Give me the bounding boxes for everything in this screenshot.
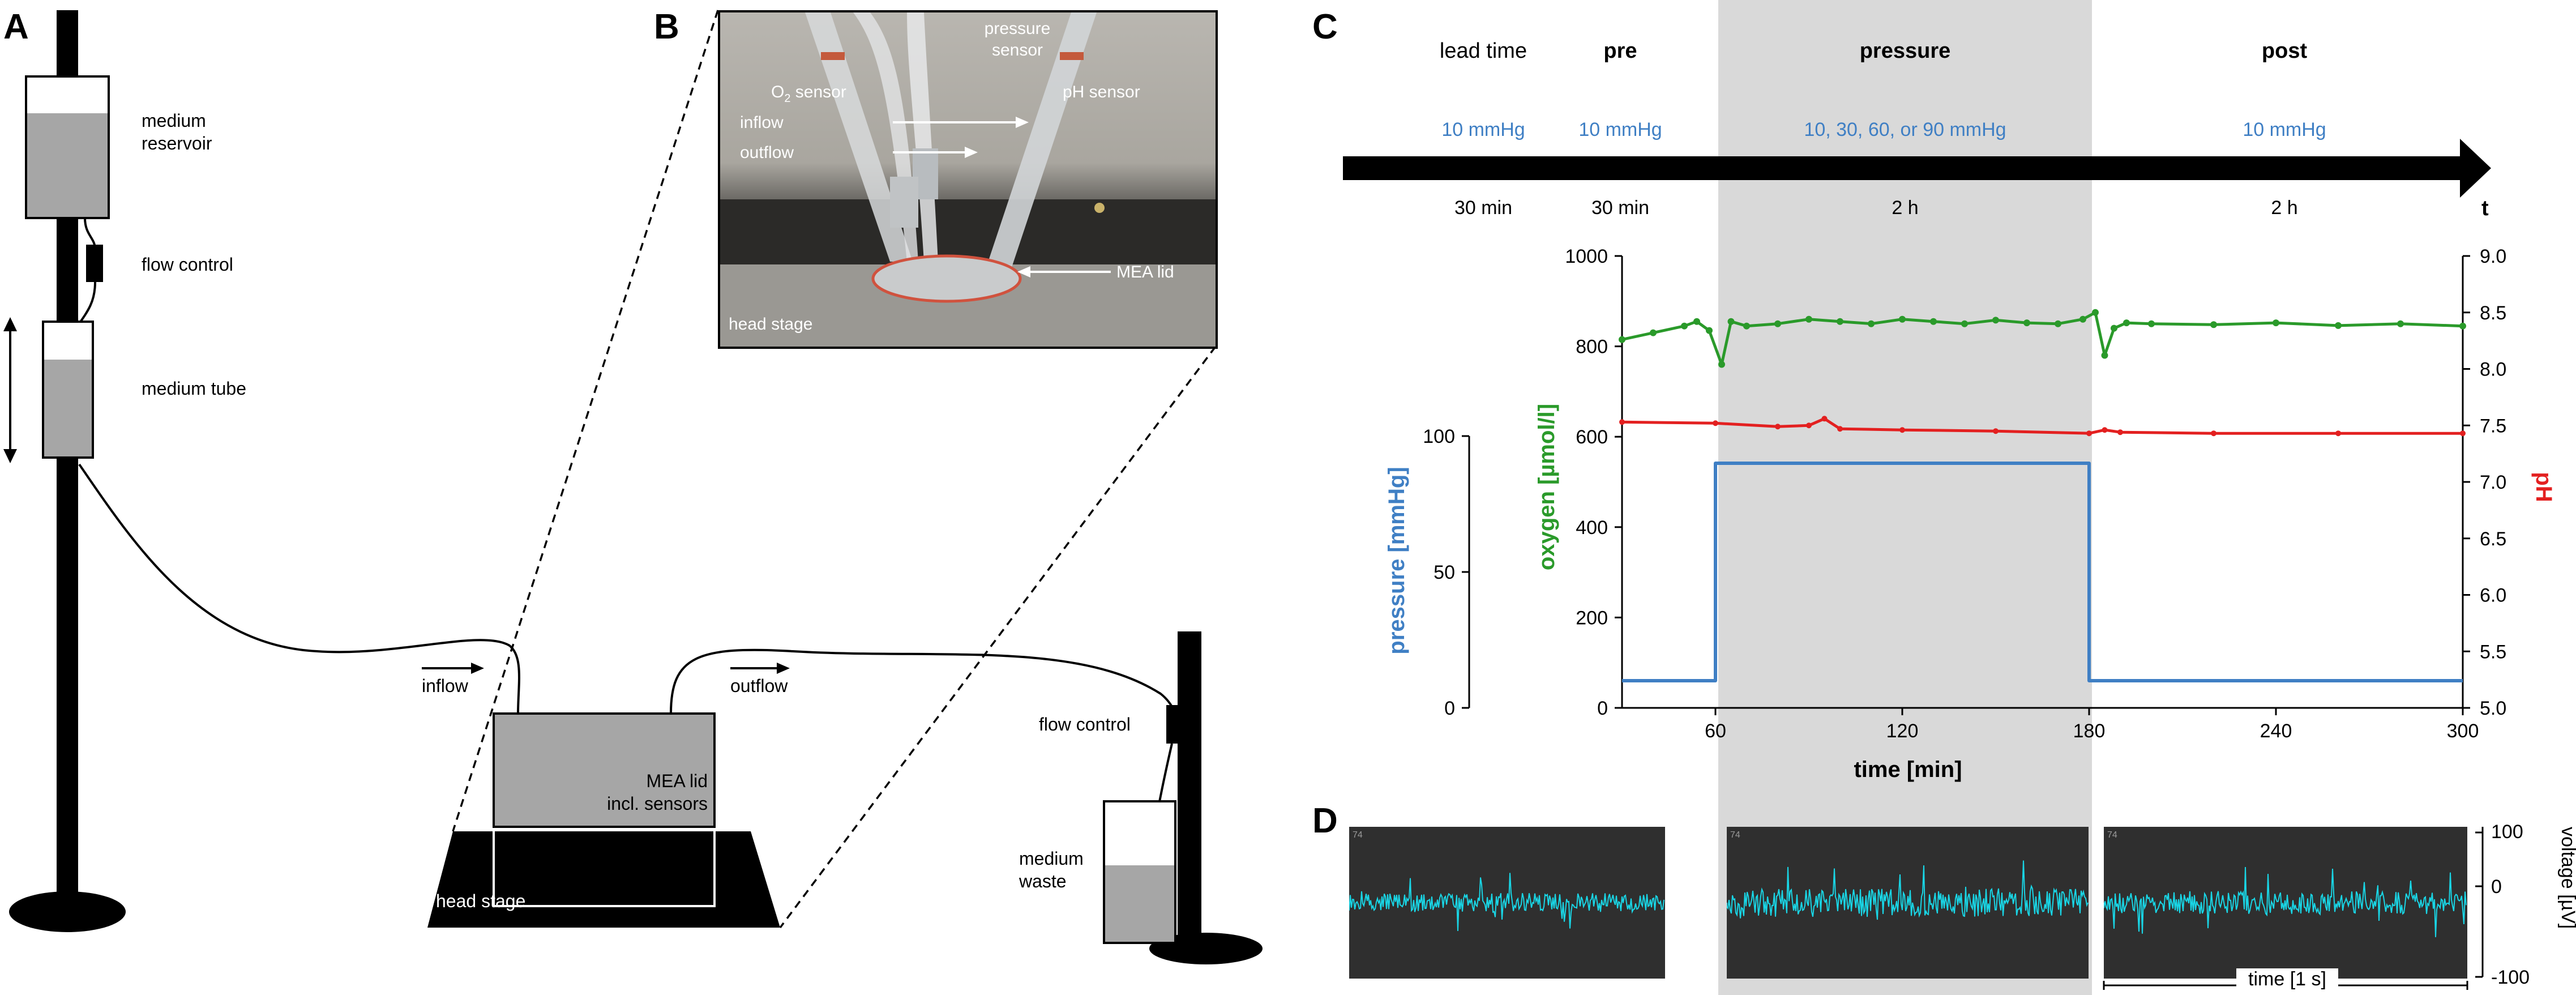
trace-panel-post: 74 <box>2104 827 2467 979</box>
inflow-arrow-head <box>471 663 484 674</box>
photo-mea-lid-label: MEA lid <box>1116 263 1174 281</box>
trace-pre <box>1349 873 1664 932</box>
flow-control-label-top: flow control <box>142 254 233 275</box>
ph-sensor-ring <box>1060 52 1084 60</box>
trace-post <box>2104 866 2467 937</box>
panel-label-b: B <box>654 7 679 46</box>
inflow-pointer-head <box>1016 117 1029 128</box>
mea-lid-label-1: MEA lid <box>647 771 708 791</box>
head-stage-label: head stage <box>436 891 525 911</box>
head-stage <box>427 831 780 928</box>
waste-label-2: waste <box>1019 871 1067 891</box>
photo-inflow-label: inflow <box>740 113 784 132</box>
flow-control-right <box>1166 705 1189 744</box>
o2-sensor-label: O2 sensor <box>771 83 846 105</box>
mea-lid-pointer-head <box>1017 266 1030 277</box>
photo-led <box>1094 203 1105 213</box>
stand-base-right <box>1149 933 1263 964</box>
o2-text: O <box>771 83 784 101</box>
waste-label-1: medium <box>1019 848 1084 869</box>
outflow-pointer-head <box>965 147 978 158</box>
fitting-2 <box>890 177 918 228</box>
inflow-label: inflow <box>422 676 469 696</box>
photo-head-stage-label: head stage <box>729 315 812 334</box>
panel-label-d: D <box>1312 801 1338 840</box>
reservoir-label-2: reservoir <box>142 133 212 153</box>
trace-panel-pre: 74 <box>1349 827 1665 979</box>
trace-pre-signal <box>1349 873 1664 932</box>
flow-control-right-label: flow control <box>1039 714 1131 734</box>
ph-sensor-label: pH sensor <box>1063 83 1140 101</box>
o2-sensor-ring <box>821 52 845 60</box>
trace-tag-pre: 74 <box>1353 830 1363 840</box>
photo-drawing: O2 sensor pressure sensor pH sensor infl… <box>720 12 1216 347</box>
time-scale-label: time [1 s] <box>2236 968 2338 991</box>
o2-subscript: 2 <box>784 92 790 105</box>
trace-pressure-signal <box>1727 860 2089 920</box>
o2-rest: sensor <box>790 83 846 101</box>
trace-panel-pressure: 74 <box>1727 827 2089 979</box>
height-arrow-up <box>3 317 17 331</box>
trace-post-signal <box>2104 866 2467 937</box>
pressure-sensor-label-1: pressure <box>985 19 1051 38</box>
sensor-photo: O2 sensor pressure sensor pH sensor infl… <box>718 10 1218 349</box>
waste-fill <box>1105 865 1174 942</box>
panel-label-c: C <box>1312 7 1338 46</box>
outflow-arrow-head <box>777 663 790 674</box>
tube-label: medium tube <box>142 378 246 399</box>
reservoir-tube <box>84 217 96 250</box>
trace-tag-pressure: 74 <box>1730 830 1740 840</box>
mea-lid <box>493 712 716 828</box>
height-arrow-down <box>3 449 17 463</box>
zoom-line-right <box>779 345 1217 929</box>
reservoir-label-1: medium <box>142 110 206 131</box>
mea-lid-label-2: incl. sensors <box>607 793 708 814</box>
o2-sensor-rod <box>805 12 913 262</box>
pressure-sensor-label-2: sensor <box>992 41 1043 59</box>
trace-pressure <box>1727 860 2089 920</box>
medium-tube-fill <box>44 360 92 456</box>
trace-tag-post: 74 <box>2107 830 2117 840</box>
mea-lid-dish <box>871 254 1022 303</box>
flow-control-valve <box>86 245 103 282</box>
inflow-tube <box>78 463 520 714</box>
panel-label-a: A <box>3 7 29 46</box>
photo-outflow-label: outflow <box>740 143 794 162</box>
stand-base-left <box>9 891 126 932</box>
ph-sensor-rod <box>986 12 1097 267</box>
reservoir-fill <box>27 113 108 217</box>
zoom-line-left <box>452 10 719 832</box>
stand-pole-right <box>1178 631 1201 943</box>
outflow-tube <box>670 648 1179 725</box>
outflow-label: outflow <box>730 676 788 696</box>
